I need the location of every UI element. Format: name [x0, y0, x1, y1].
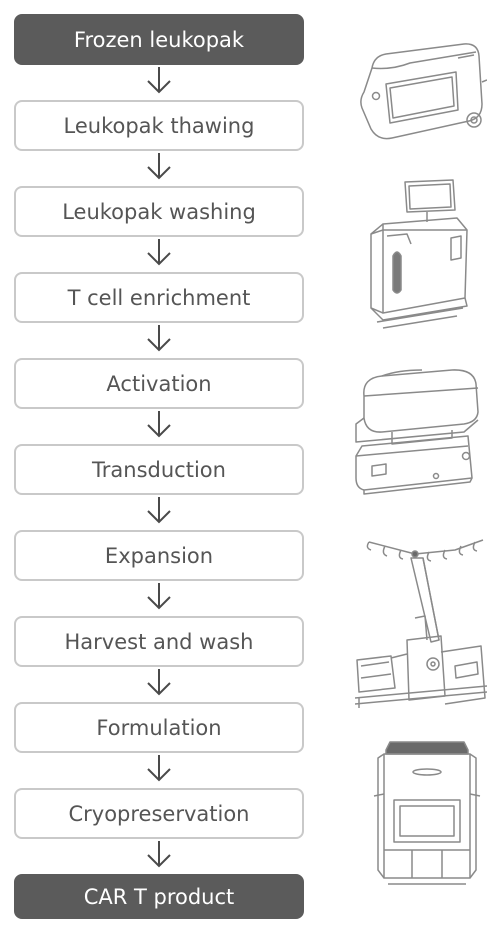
arrow-down-icon: [147, 239, 171, 266]
arrow-down-icon: [147, 411, 171, 438]
arrow-down-icon: [147, 755, 171, 782]
step-transduction: Transduction: [14, 444, 304, 495]
step-leukopak-washing: Leukopak washing: [14, 186, 304, 237]
arrow-down-icon: [147, 669, 171, 696]
arrow-down-icon: [147, 153, 171, 180]
step-leukopak-thawing: Leukopak thawing: [14, 100, 304, 151]
step-expansion: Expansion: [14, 530, 304, 581]
arrow-down-icon: [147, 497, 171, 524]
cell-processing-system-icon: [370, 179, 468, 329]
step-activation: Activation: [14, 358, 304, 409]
thawing-device-icon: [360, 43, 487, 140]
step-cryopreservation: Cryopreservation: [14, 788, 304, 839]
step-t-cell-enrichment: T cell enrichment: [14, 272, 304, 323]
bioreactor-icon: [355, 539, 487, 708]
step-formulation: Formulation: [14, 702, 304, 753]
step-harvest-and-wash: Harvest and wash: [14, 616, 304, 667]
arrow-down-icon: [147, 325, 171, 352]
controlled-rate-freezer-icon: [373, 741, 481, 885]
step-frozen-leukopak: Frozen leukopak: [14, 14, 304, 65]
arrow-down-icon: [147, 67, 171, 94]
arrow-down-icon: [147, 841, 171, 868]
step-car-t-product: CAR T product: [14, 874, 304, 919]
arrow-down-icon: [147, 583, 171, 610]
activation-transduction-device-icon: [355, 369, 479, 495]
